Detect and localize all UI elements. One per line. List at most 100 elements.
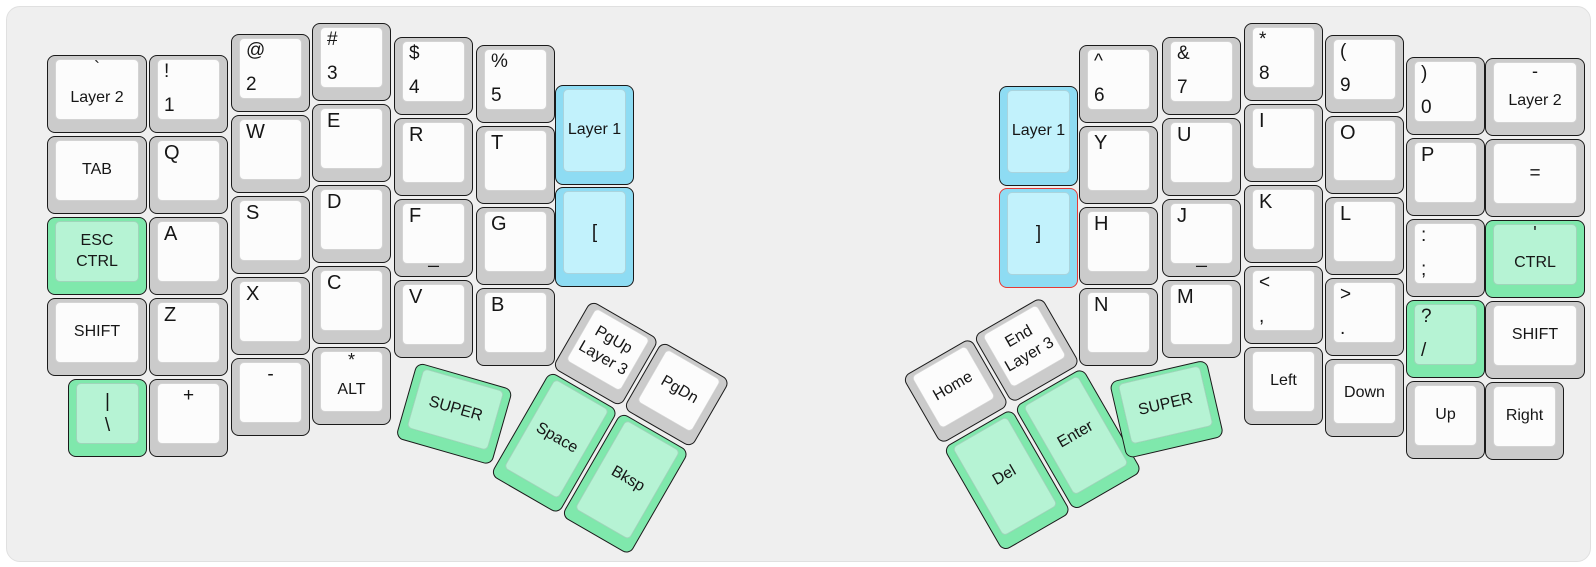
key-period[interactable]: >. (1325, 278, 1404, 356)
keycap-surface: G (484, 211, 547, 272)
key-6[interactable]: ^6 (1079, 45, 1158, 123)
key-layer1-left[interactable]: Layer 1 (555, 85, 634, 185)
key-label: * (347, 350, 355, 370)
key-l[interactable]: L (1325, 197, 1404, 275)
keycap-surface: %5 (484, 49, 547, 110)
key-label: Layer 1 (1011, 122, 1066, 140)
key-o[interactable]: O (1325, 116, 1404, 194)
key-v[interactable]: V (394, 280, 473, 358)
key-tab[interactable]: TAB (47, 136, 147, 214)
key-b[interactable]: B (476, 288, 555, 366)
key-legend: - (240, 363, 301, 422)
key-layer1-right[interactable]: Layer 1 (999, 86, 1078, 186)
key-super-right[interactable]: SUPER (1109, 359, 1225, 459)
key-8[interactable]: *8 (1244, 23, 1323, 101)
keycap-surface: >. (1333, 282, 1396, 343)
key-g[interactable]: G (476, 207, 555, 285)
key-minus[interactable]: - (231, 358, 310, 436)
keycap-surface: N (1087, 292, 1150, 353)
key-x[interactable]: X (231, 277, 310, 355)
key-quote-ctrl[interactable]: 'CTRL (1485, 220, 1585, 298)
key-up[interactable]: Up (1406, 381, 1485, 459)
key-0[interactable]: )0 (1406, 57, 1485, 135)
key-label: - (267, 364, 274, 385)
key-legend: = (1494, 144, 1576, 203)
key-j[interactable]: J_ (1162, 199, 1241, 277)
key-left[interactable]: Left (1244, 347, 1323, 425)
key-d[interactable]: D (312, 185, 391, 263)
key-e[interactable]: E (312, 104, 391, 182)
key-alt[interactable]: *ALT (312, 347, 391, 425)
key-slash[interactable]: ?/ (1406, 300, 1485, 378)
keycap-surface: O (1333, 120, 1396, 181)
key-7[interactable]: &7 (1162, 37, 1241, 115)
key-i[interactable]: I (1244, 104, 1323, 182)
key-equals[interactable]: = (1485, 139, 1585, 217)
homing-bar: _ (1196, 247, 1207, 268)
key-left-bracket[interactable]: [ (555, 187, 634, 287)
key-layer2-right[interactable]: -Layer 2 (1485, 58, 1585, 136)
key-legend: R (403, 123, 464, 182)
key-label: 2 (246, 74, 257, 95)
key-label: ! (164, 61, 170, 82)
key-label: , (1259, 306, 1265, 327)
key-legend: + (158, 384, 219, 443)
key-comma[interactable]: <, (1244, 266, 1323, 344)
key-label: > (1340, 284, 1352, 305)
key-pipe-backslash[interactable]: |\ (68, 379, 147, 457)
key-k[interactable]: K (1244, 185, 1323, 263)
key-semicolon[interactable]: :; (1406, 219, 1485, 297)
keycap-surface: -Layer 2 (1493, 62, 1577, 123)
key-shift-left[interactable]: SHIFT (47, 298, 147, 376)
key-shift-right[interactable]: SHIFT (1485, 301, 1585, 379)
key-y[interactable]: Y (1079, 126, 1158, 204)
key-legend: TAB (56, 141, 138, 200)
key-1[interactable]: !1 (149, 55, 228, 133)
key-3[interactable]: #3 (312, 23, 391, 101)
key-p[interactable]: P (1406, 138, 1485, 216)
key-label: SUPER (426, 392, 485, 425)
key-t[interactable]: T (476, 126, 555, 204)
key-z[interactable]: Z (149, 298, 228, 376)
key-right[interactable]: Right (1485, 382, 1564, 460)
key-m[interactable]: M (1162, 280, 1241, 358)
key-layer2-left[interactable]: `Layer 2 (47, 55, 147, 133)
key-label: / (1421, 340, 1427, 361)
key-label: < (1259, 272, 1271, 293)
key-n[interactable]: N (1079, 288, 1158, 366)
key-label: 5 (491, 85, 502, 106)
key-legend: ] (1008, 193, 1069, 274)
key-9[interactable]: (9 (1325, 35, 1404, 113)
key-legend: A (158, 222, 219, 281)
key-legend: K (1253, 190, 1314, 249)
key-a[interactable]: A (149, 217, 228, 295)
keycap-surface: *ALT (320, 351, 383, 412)
key-legend: SHIFT (1494, 306, 1576, 365)
keycap-surface: Down (1333, 363, 1396, 424)
key-h[interactable]: H (1079, 207, 1158, 285)
keycap-surface: Home (910, 344, 996, 430)
key-down[interactable]: Down (1325, 359, 1404, 437)
key-u[interactable]: U (1162, 118, 1241, 196)
keycap-surface: (9 (1333, 39, 1396, 100)
keycap-surface: - (239, 362, 302, 423)
key-5[interactable]: %5 (476, 45, 555, 123)
keycap-surface: ?/ (1414, 304, 1477, 365)
key-super-left[interactable]: SUPER (395, 362, 514, 466)
key-r[interactable]: R (394, 118, 473, 196)
key-plus[interactable]: + (149, 379, 228, 457)
keycap-surface: ] (1007, 192, 1070, 275)
key-q[interactable]: Q (149, 136, 228, 214)
key-label: CTRL (1514, 254, 1556, 271)
key-4[interactable]: $4 (394, 37, 473, 115)
key-right-bracket[interactable]: ] (999, 188, 1078, 288)
key-2[interactable]: @2 (231, 34, 310, 112)
key-c[interactable]: C (312, 266, 391, 344)
key-label: R (409, 124, 424, 146)
key-f[interactable]: F_ (394, 199, 473, 277)
key-w[interactable]: W (231, 115, 310, 193)
key-s[interactable]: S (231, 196, 310, 274)
key-legend: Layer 1 (564, 90, 625, 171)
